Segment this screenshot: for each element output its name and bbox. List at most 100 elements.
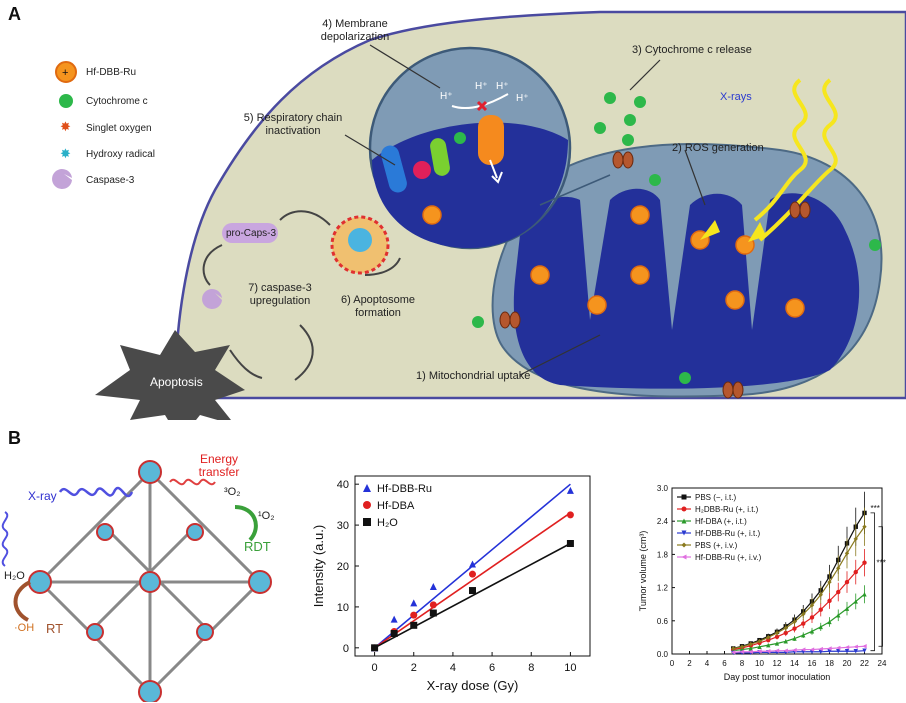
x-tick-label: 2: [687, 659, 692, 668]
data-point: [827, 579, 832, 585]
protein-green: [430, 138, 450, 176]
y-tick-label: 1.8: [657, 550, 669, 559]
data-point: [844, 649, 850, 654]
xray-wave-2: [758, 78, 838, 242]
legend-marker: [681, 518, 687, 524]
protein-orange: [478, 115, 504, 165]
x-tick-label: 14: [790, 659, 799, 668]
data-point: [836, 566, 841, 571]
data-point: [783, 648, 788, 653]
xray-wave-1: [753, 78, 808, 222]
fit-line: [374, 542, 571, 649]
label-apoptosis: Apoptosis: [150, 375, 203, 389]
significance-label: ***: [871, 504, 880, 513]
mof-structure-illustration: [1, 460, 272, 702]
cluster-right: [248, 570, 272, 594]
data-point: [801, 621, 806, 626]
data-point: [827, 619, 832, 625]
label-energy-transfer: Energy transfer: [198, 452, 240, 479]
x-tick-label: 16: [808, 659, 817, 668]
legend-label-cytochrome-c: Cytochrome c: [86, 96, 148, 107]
label-xrays: X-rays: [720, 91, 752, 103]
data-point: [827, 649, 832, 654]
data-point: [862, 648, 867, 653]
data-point: [818, 649, 823, 654]
data-point: [836, 613, 841, 618]
data-point: [862, 560, 867, 565]
data-point: [818, 624, 823, 630]
legend-label-caspase-3: Caspase-3: [86, 175, 135, 186]
data-point: [739, 644, 745, 650]
legend-label: Hf-DBB-Ru (+, i.v.): [695, 553, 762, 562]
x-tick-label: 4: [705, 659, 710, 668]
hydroxy-radical-icon: ✸: [60, 146, 71, 161]
step-respiratory-chain: 5) Respiratory chain inactivation: [243, 112, 343, 137]
step-ros-generation: 2) ROS generation: [672, 142, 764, 154]
data-point: [862, 644, 867, 649]
x-tick-label: 24: [878, 659, 887, 668]
y-tick-label: 20: [337, 561, 349, 573]
label-o2-triplet: ³O₂: [224, 486, 241, 498]
label-h-plus-1: H⁺: [440, 91, 453, 102]
legend-marker: [363, 518, 371, 526]
legend-marker: [681, 554, 687, 560]
x-tick-label: 4: [450, 662, 456, 674]
y-tick-label: 3.0: [657, 484, 669, 493]
y-tick-label: 30: [337, 520, 349, 532]
data-point: [827, 646, 832, 651]
mitochondrion-matrix: [513, 188, 860, 389]
data-point: [390, 630, 398, 637]
membrane-channels: [499, 151, 811, 399]
legend-label: H₂O: [377, 517, 398, 529]
legend-marker: [363, 501, 371, 509]
cyto-c-in-zoom: [454, 132, 466, 144]
data-point: [836, 589, 841, 595]
data-point: [818, 646, 823, 652]
x-tick-label: 12: [773, 659, 782, 668]
data-point: [774, 648, 780, 653]
data-point: [792, 647, 797, 653]
series-line: [733, 512, 866, 650]
step-apoptosome-formation: 6) Apoptosome formation: [341, 294, 415, 319]
label-h-plus-4: H⁺: [516, 93, 529, 104]
y-tick-label: 40: [337, 479, 349, 491]
label-rdt: RDT: [244, 539, 271, 554]
data-point: [429, 582, 437, 590]
series-line: [733, 593, 865, 652]
data-point: [566, 486, 574, 494]
protein-blue: [381, 145, 407, 193]
data-point: [748, 646, 753, 651]
y-tick-label: 10: [337, 602, 349, 614]
x-tick-label: 6: [722, 659, 727, 668]
data-point: [739, 649, 745, 654]
membrane-zoom-matrix: [372, 122, 568, 248]
data-point: [836, 649, 841, 654]
data-point: [827, 598, 832, 604]
series-line: [733, 526, 865, 650]
data-point: [410, 599, 418, 607]
x-tick-label: 0: [670, 659, 675, 668]
xray-wave-in: [58, 486, 134, 498]
panel-b-letter: B: [8, 428, 21, 448]
x-axis-label: Day post tumor inoculation: [724, 672, 831, 682]
y-axis-label: Intensity (a.u.): [311, 525, 326, 607]
data-point: [783, 639, 788, 644]
rdt-arrow: [234, 505, 258, 542]
legend-marker: [681, 542, 687, 548]
data-point: [801, 632, 806, 638]
data-point: [853, 599, 858, 604]
label-h-plus-3: H⁺: [496, 81, 509, 92]
data-point: [836, 645, 841, 651]
caspase-3-icon: [52, 169, 72, 190]
data-point: [731, 646, 736, 651]
data-point: [566, 511, 574, 519]
x-axis-label: X-ray dose (Gy): [427, 678, 519, 693]
data-point: [429, 609, 437, 617]
y-tick-label: 0.0: [657, 650, 669, 659]
label-rt: RT: [46, 621, 64, 636]
data-point: [801, 611, 806, 617]
data-point: [809, 647, 815, 652]
legend-marker: [681, 506, 687, 512]
data-point: [757, 644, 762, 650]
released-cytochrome-c: [472, 92, 881, 384]
